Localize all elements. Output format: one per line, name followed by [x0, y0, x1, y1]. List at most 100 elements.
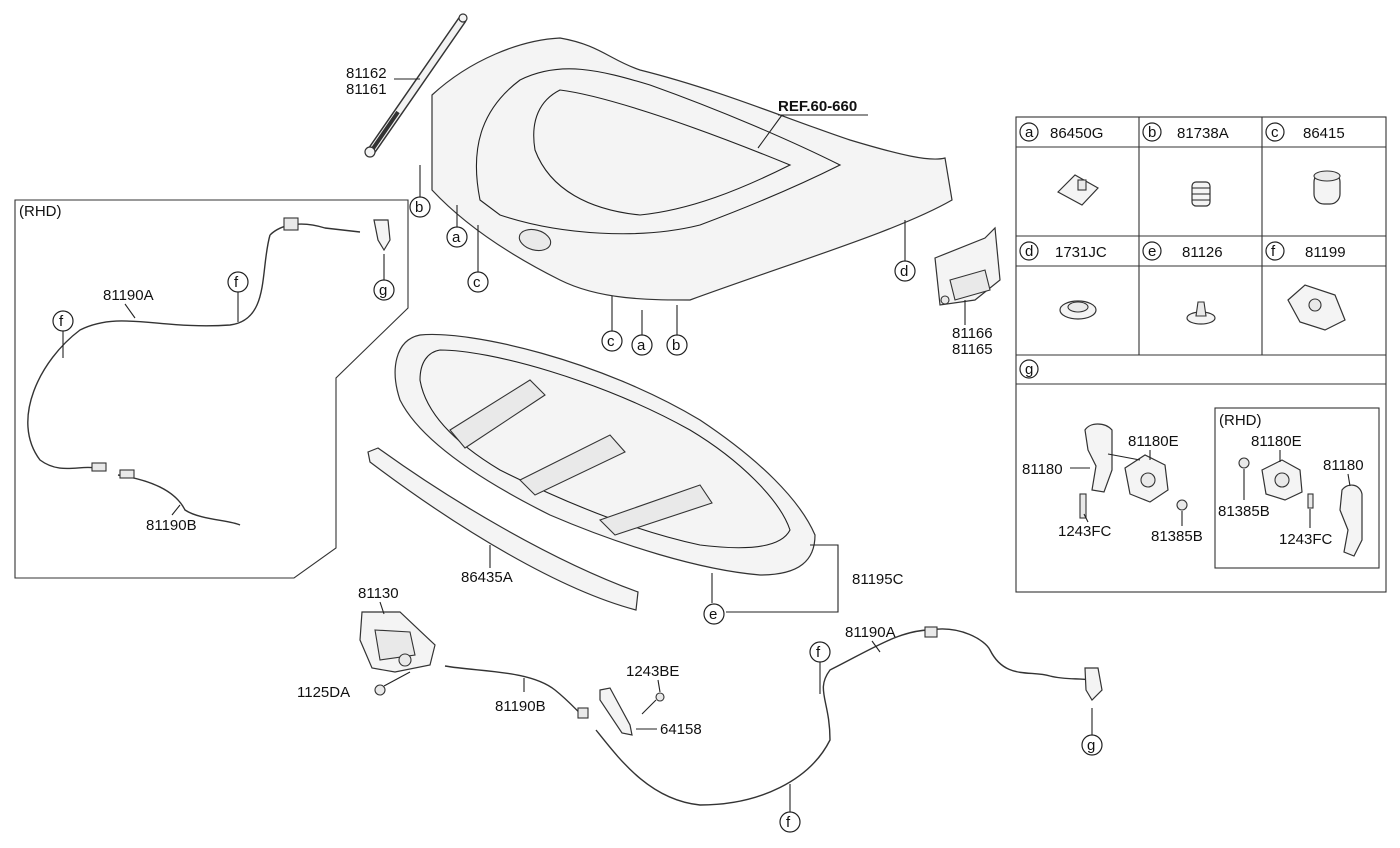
- callout-c1: [467, 271, 489, 293]
- tbl-part-81180E-rhd: 81180E: [1251, 433, 1302, 450]
- hood-insulator: [394, 333, 816, 576]
- part-86435A: 86435A: [461, 569, 513, 586]
- tbl-c-circle: [1265, 122, 1285, 142]
- hood-bracket: [934, 226, 1001, 306]
- hood-panel: [431, 37, 953, 301]
- callout-d1: [894, 260, 916, 282]
- bolt-1243FC-left: [1079, 493, 1087, 519]
- tbl-part-86450G: 86450G: [1050, 125, 1103, 142]
- leader-81190A-rhd: [124, 303, 136, 319]
- release-handle: [1084, 667, 1103, 701]
- tbl-e-letter: e: [1148, 243, 1156, 260]
- tbl-f-circle: [1265, 241, 1285, 261]
- latch-81199-hole: [1308, 298, 1322, 312]
- tbl-a-letter: a: [1025, 124, 1034, 141]
- part-64158: 64158: [660, 721, 702, 738]
- callout-a1-text: a: [452, 229, 461, 246]
- tbl-b-letter: b: [1148, 124, 1156, 141]
- leader-81130: [379, 601, 385, 615]
- bolt-shaft: [383, 671, 411, 687]
- callout-c2-text: c: [607, 333, 615, 350]
- cable-81190A-clip: [924, 626, 938, 638]
- bolt-1243BE-shaft: [641, 699, 657, 715]
- tbl-part-81738A: 81738A: [1177, 125, 1229, 142]
- callout-f-rhd2-text: f: [59, 313, 64, 330]
- part-81166: 81166: [952, 325, 993, 342]
- bumper-86415-top: [1313, 170, 1341, 182]
- nut-81385B-rhd: [1238, 457, 1250, 469]
- callout-f2-text: f: [786, 814, 791, 831]
- tbl-part-81180E-left: 81180E: [1128, 433, 1179, 450]
- callout-b2-text: b: [672, 337, 680, 354]
- rhd-cable-joint1: [91, 462, 107, 472]
- leader-81195C: [726, 544, 839, 613]
- parts-table: [1015, 116, 1387, 593]
- part-81130: 81130: [358, 585, 399, 602]
- leader-81190B-rhd: [171, 504, 181, 516]
- hood-latch: [359, 611, 436, 673]
- tbl-g-circle: [1019, 359, 1039, 379]
- part-1125DA: 1125DA: [297, 684, 350, 701]
- callout-c2: [601, 330, 623, 352]
- bolt-1243BE: [655, 692, 665, 702]
- part-81190A: 81190A: [845, 624, 896, 641]
- part-81195C: 81195C: [852, 571, 904, 588]
- tbl-part-1243FC-rhd: 1243FC: [1279, 531, 1333, 548]
- tbl-e-circle: [1142, 241, 1162, 261]
- callout-g-text: g: [1087, 737, 1095, 754]
- tbl-a-circle: [1019, 122, 1039, 142]
- rhd-cable-81190A: [27, 234, 271, 470]
- callout-b1-text: b: [415, 199, 423, 216]
- part-81190A-rhd: 81190A: [103, 287, 154, 304]
- tbl-f-letter: f: [1271, 243, 1276, 260]
- callout-e: [703, 603, 725, 625]
- callout-d1-text: d: [900, 263, 908, 280]
- rhd-sub-label: (RHD): [1219, 412, 1262, 429]
- callout-b1: [409, 196, 431, 218]
- ref-label: REF.60-660: [778, 98, 857, 115]
- part-1243BE: 1243BE: [626, 663, 679, 680]
- bolt-1125DA: [374, 684, 386, 696]
- tbl-part-81385B-left: 81385B: [1151, 528, 1203, 545]
- rhd-cable-81190B: [117, 474, 241, 526]
- callout-b2: [666, 334, 688, 356]
- tbl-part-81126: 81126: [1182, 244, 1223, 261]
- weatherstrip: [367, 447, 639, 611]
- cable-81190B: [444, 665, 586, 719]
- leader-81180-rhd: [1347, 473, 1351, 487]
- tbl-part-1243FC-left: 1243FC: [1058, 523, 1112, 540]
- part-81190B: 81190B: [495, 698, 546, 715]
- tbl-part-81180-rhd: 81180: [1323, 457, 1364, 474]
- rhd-label: (RHD): [19, 203, 62, 220]
- callout-c1-text: c: [473, 274, 481, 291]
- tbl-part-81385B-rhd: 81385B: [1218, 503, 1270, 520]
- release-lever-81180: [1084, 423, 1113, 493]
- rhd-release-handle: [373, 219, 391, 252]
- cable-81190A: [595, 628, 1091, 806]
- rhd-box: [14, 199, 409, 579]
- tbl-part-81180-left: 81180: [1022, 461, 1063, 478]
- leader-1243FC-left: [1083, 513, 1089, 523]
- bracket-81180E-hole: [1140, 472, 1156, 488]
- callout-a1: [446, 226, 468, 248]
- tbl-b-circle: [1142, 122, 1162, 142]
- leader-1243BE: [657, 679, 661, 693]
- rhd-cable-clip: [283, 217, 299, 231]
- cable-connector: [577, 707, 589, 719]
- callout-a2: [631, 334, 653, 356]
- clip-81126-stem: [1195, 301, 1207, 317]
- rhd-cable-joint2: [119, 469, 135, 479]
- g-left-link: [1107, 453, 1141, 461]
- bolt-1243FC-rhd: [1307, 493, 1314, 509]
- part-81162: 81162: [346, 65, 387, 82]
- leader-81190A: [871, 640, 881, 653]
- tbl-g-letter: g: [1025, 361, 1033, 378]
- ref-arrow: [757, 114, 783, 149]
- callout-a2-text: a: [637, 337, 646, 354]
- tbl-d-circle: [1019, 241, 1039, 261]
- tbl-d-letter: d: [1025, 243, 1033, 260]
- tbl-c-letter: c: [1271, 124, 1279, 141]
- callout-f1-text: f: [816, 644, 821, 661]
